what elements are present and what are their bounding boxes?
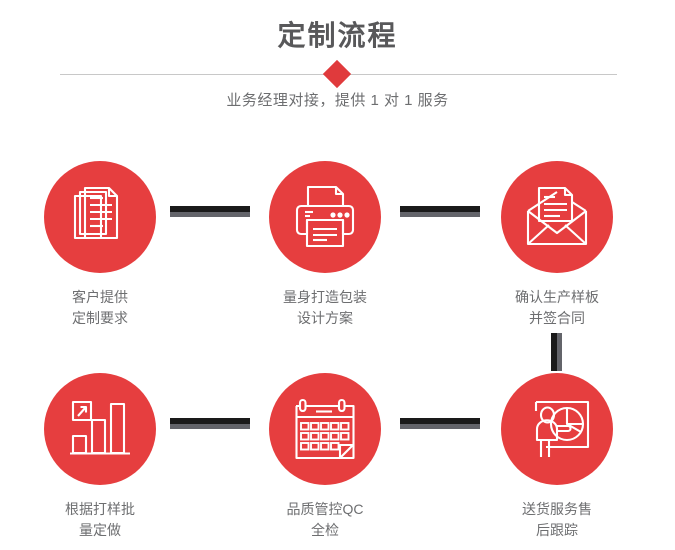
connector-1-2 [170, 206, 250, 217]
page-subtitle: 业务经理对接，提供 1 对 1 服务 [226, 92, 449, 109]
calendar-icon [295, 398, 355, 460]
step-1[interactable]: 客户提供 定制要求 [20, 161, 180, 329]
connector-bar-grey [557, 333, 562, 371]
step-1-circle[interactable] [44, 161, 156, 273]
connector-bar-grey [170, 424, 250, 429]
diamond-icon [322, 59, 352, 89]
page-title: 定制流程 [277, 20, 398, 51]
connector-bar-dark [551, 333, 557, 371]
step-5-circle[interactable] [269, 373, 381, 485]
connector-bar-dark [170, 206, 250, 212]
step-2-label: 量身打造包装 设计方案 [283, 289, 367, 326]
step-6-label: 送货服务售 后跟踪 [522, 501, 592, 538]
step-4[interactable]: 根据打样批 量定做 [20, 373, 180, 541]
presenter-pie-chart-icon [534, 400, 590, 457]
connector-bar-grey [170, 212, 250, 217]
step-2-circle[interactable] [269, 161, 381, 273]
connector-3-4 [551, 333, 562, 371]
step-5[interactable]: 品质管控QC 全检 [245, 373, 405, 541]
connector-bar-dark [400, 206, 480, 212]
connector-bar-dark [400, 418, 480, 424]
documents-stack-icon [73, 186, 119, 240]
connector-bar-dark [170, 418, 250, 424]
step-4-circle[interactable] [44, 373, 156, 485]
connector-bar-grey [400, 212, 480, 217]
step-2[interactable]: 量身打造包装 设计方案 [245, 161, 405, 329]
step-4-label: 根据打样批 量定做 [65, 501, 135, 538]
envelope-letter-icon [526, 186, 588, 246]
connector-bar-grey [400, 424, 480, 429]
step-6[interactable]: 送货服务售 后跟踪 [477, 373, 637, 541]
printer-icon [295, 185, 355, 248]
step-5-label: 品质管控QC 全检 [286, 501, 364, 538]
step-6-circle[interactable] [501, 373, 613, 485]
connector-5-6 [400, 418, 480, 429]
step-3-label: 确认生产样板 并签合同 [515, 289, 599, 326]
connector-2-3 [400, 206, 480, 217]
step-3[interactable]: 确认生产样板 并签合同 [477, 161, 637, 329]
step-1-label: 客户提供 定制要求 [72, 289, 128, 326]
connector-4-5 [170, 418, 250, 429]
title-divider [0, 59, 675, 89]
bar-chart-growth-icon [70, 400, 130, 455]
step-3-circle[interactable] [501, 161, 613, 273]
